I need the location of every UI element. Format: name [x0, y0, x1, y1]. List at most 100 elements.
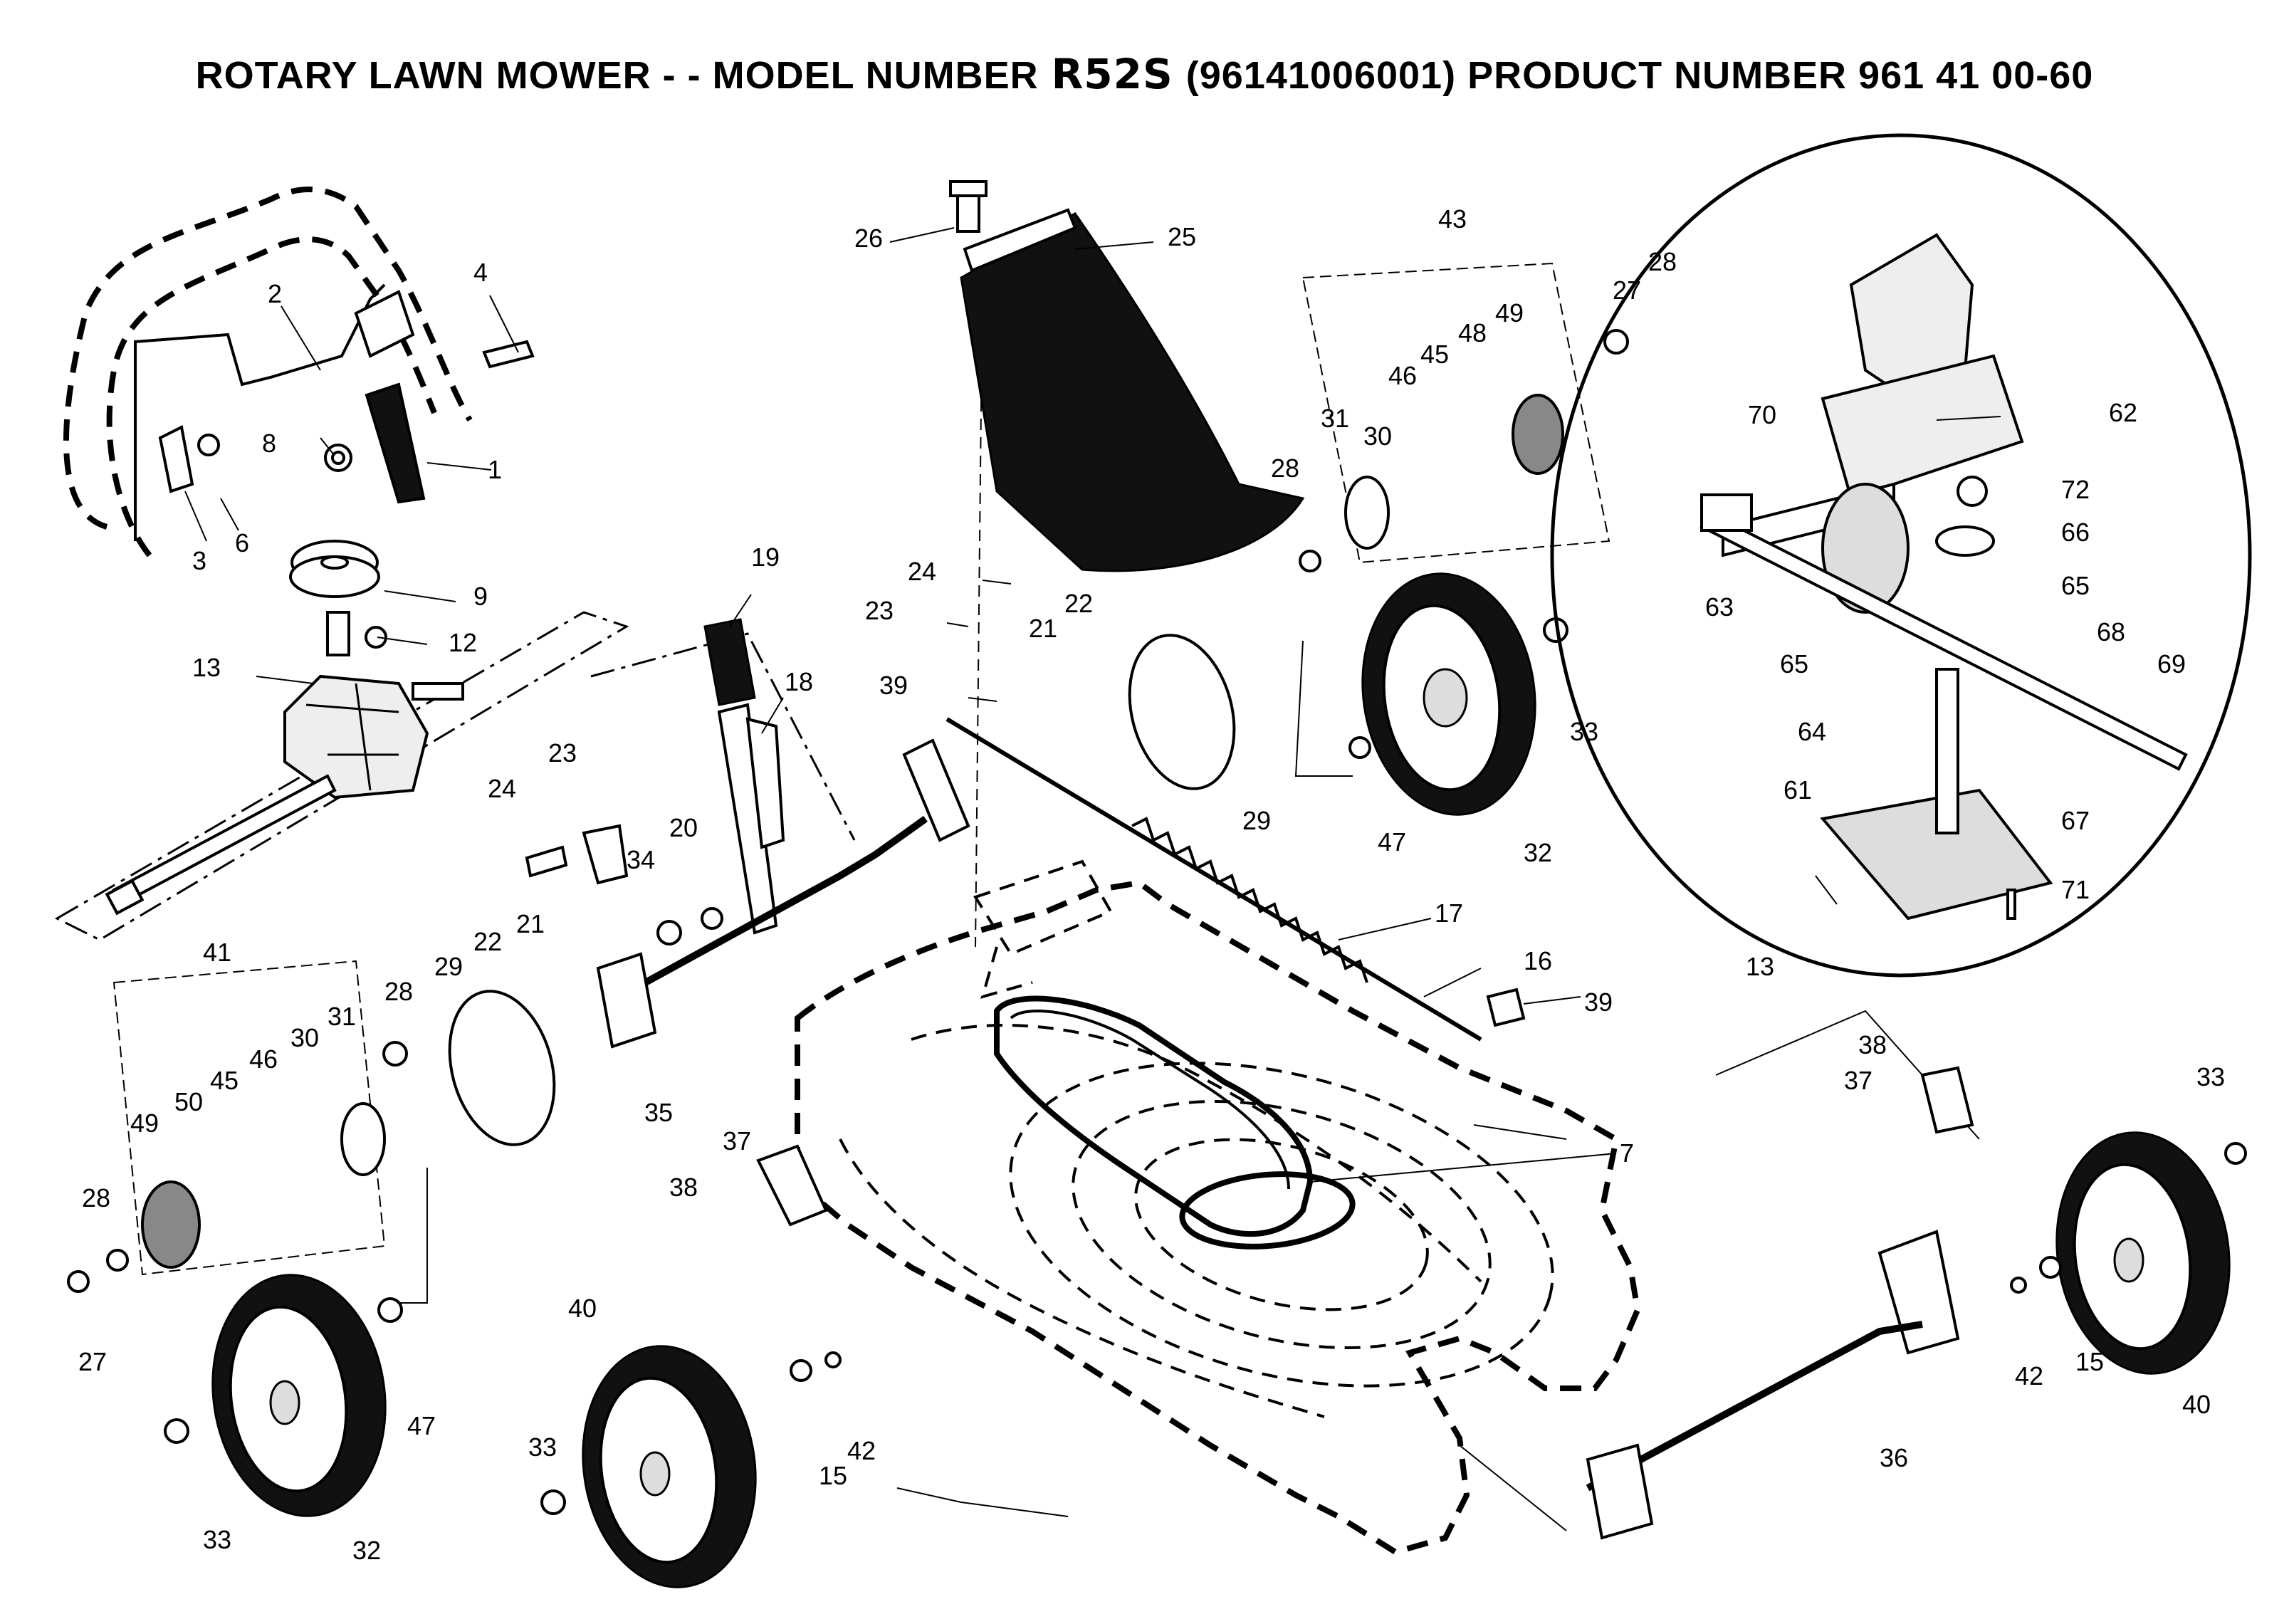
callout-35: 35 [644, 1098, 673, 1127]
callout-37-right: 37 [1844, 1066, 1872, 1095]
callout-68: 68 [2097, 617, 2125, 646]
callout-41: 41 [203, 938, 231, 967]
callout-62: 62 [2109, 398, 2137, 427]
callout-21: 21 [1029, 614, 1057, 643]
spring [1131, 817, 1368, 983]
callout-31: 31 [1321, 404, 1349, 433]
callout-46: 46 [1388, 361, 1417, 390]
callout-13: 13 [192, 653, 221, 682]
callout-65-lower: 65 [1780, 649, 1808, 679]
callout-40: 40 [568, 1294, 597, 1323]
small-hardware [67, 329, 2247, 1515]
title-prefix: ROTARY LAWN MOWER - - MODEL NUMBER [195, 54, 1039, 97]
callout-13-detail: 13 [1746, 952, 1774, 981]
callout-18: 18 [785, 667, 813, 696]
callout-27-left: 27 [78, 1347, 107, 1376]
transmission-assembly [105, 540, 464, 916]
wheel-hub-discs [141, 394, 1564, 1269]
callout-8: 8 [262, 429, 276, 458]
callout-42-right: 42 [2015, 1361, 2043, 1390]
callout-70: 70 [1748, 400, 1776, 429]
gearbox-detail-view [1550, 133, 2252, 978]
callout-33: 33 [1570, 717, 1598, 746]
title-model-number: R52S [1051, 50, 1173, 98]
callout-38: 38 [669, 1173, 698, 1202]
callout-31-left: 31 [328, 1002, 356, 1031]
callout-45: 45 [1420, 340, 1449, 369]
mower-deck [795, 859, 1641, 1556]
callout-30: 30 [1363, 421, 1392, 451]
callout-72: 72 [2061, 475, 2090, 504]
callout-61: 61 [1783, 775, 1812, 805]
callout-46-left: 46 [249, 1044, 278, 1074]
part-callouts: 1 2 3 4 6 7 8 9 12 13 13 15 15 16 17 18 … [78, 204, 2225, 1565]
callout-7: 7 [1620, 1138, 1634, 1168]
callout-2: 2 [268, 279, 282, 308]
callout-71: 71 [2061, 875, 2090, 904]
callout-33-left: 33 [203, 1525, 231, 1554]
callout-42: 42 [847, 1436, 876, 1465]
rear-left-wheel [211, 1274, 387, 1517]
callout-64: 64 [1798, 717, 1826, 746]
callout-43: 43 [1438, 204, 1467, 234]
callout-24-left: 24 [488, 774, 516, 803]
callout-22: 22 [1064, 589, 1093, 618]
front-left-wheel [582, 1345, 757, 1588]
callout-17: 17 [1435, 899, 1463, 928]
callout-30-left: 30 [290, 1023, 319, 1052]
callout-15-right: 15 [2075, 1347, 2104, 1376]
callout-69: 69 [2157, 649, 2186, 679]
rear-right-wheel [1361, 572, 1536, 816]
callout-28-left: 28 [384, 977, 413, 1006]
callout-1: 1 [488, 455, 502, 484]
callout-33-front-left: 33 [528, 1432, 557, 1462]
callout-67: 67 [2061, 806, 2090, 835]
callout-32-left: 32 [352, 1536, 381, 1565]
callout-28: 28 [1648, 247, 1677, 276]
callout-65: 65 [2061, 571, 2090, 600]
callout-33-right: 33 [2196, 1062, 2225, 1091]
callout-39-right: 39 [1584, 988, 1613, 1017]
callout-66: 66 [2061, 518, 2090, 547]
callout-3: 3 [192, 546, 206, 575]
lever-parts [525, 618, 785, 945]
callout-40-right: 40 [2182, 1390, 2211, 1419]
front-right-wheel [2055, 1131, 2231, 1375]
callout-37: 37 [723, 1126, 751, 1156]
callout-16: 16 [1524, 946, 1552, 975]
callout-47: 47 [1378, 827, 1406, 856]
callout-49-left: 49 [130, 1109, 159, 1138]
callout-6: 6 [235, 528, 249, 557]
callout-50: 50 [174, 1087, 203, 1116]
callout-63: 63 [1705, 592, 1734, 622]
callout-20: 20 [669, 813, 698, 842]
callout-24: 24 [908, 557, 936, 586]
callout-9: 9 [473, 582, 488, 611]
drive-control-handle [63, 187, 535, 557]
callout-23: 23 [865, 596, 894, 625]
callout-38-right: 38 [1858, 1030, 1887, 1059]
callout-48: 48 [1458, 318, 1487, 347]
callout-28-mid: 28 [1271, 454, 1299, 483]
callout-21-left: 21 [516, 909, 545, 938]
callout-49: 49 [1495, 298, 1524, 328]
callout-29-left: 29 [434, 952, 463, 981]
callout-34: 34 [627, 845, 655, 874]
callout-45-left: 45 [210, 1066, 239, 1095]
callout-47-left: 47 [407, 1411, 436, 1440]
callout-28-far-left: 28 [82, 1183, 110, 1212]
grass-bag [949, 180, 1305, 572]
callout-19: 19 [751, 543, 780, 572]
callout-39: 39 [879, 671, 908, 700]
callout-23-left: 23 [548, 738, 577, 768]
callout-15: 15 [819, 1461, 847, 1490]
front-axle [596, 717, 1960, 1540]
callout-25: 25 [1168, 222, 1196, 251]
callout-4: 4 [473, 258, 488, 287]
callout-12: 12 [449, 628, 477, 657]
callout-32: 32 [1524, 838, 1552, 867]
callout-27: 27 [1613, 276, 1641, 305]
